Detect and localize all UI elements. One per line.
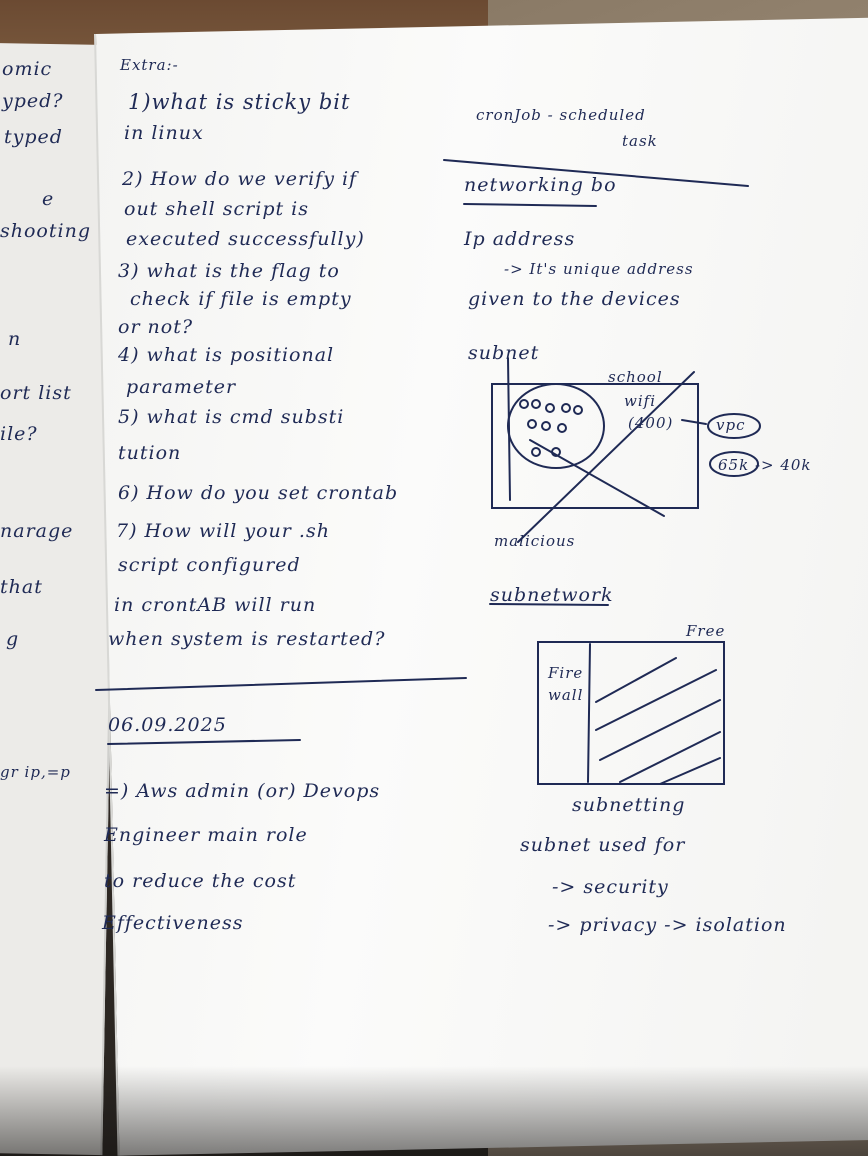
margin-fragment: gr ip,=p [0, 763, 71, 781]
ip-address-heading: Ip address [464, 228, 576, 250]
question-6: 6) How do you set crontab [118, 482, 399, 504]
margin-fragment: n [8, 328, 22, 350]
divider-line [95, 677, 467, 691]
margin-fragment: yped? [2, 90, 64, 112]
malicious-label: malicious [494, 532, 576, 550]
margin-fragment: g [6, 628, 20, 650]
subnetwork-diagram [537, 641, 725, 785]
margin-fragment: e [42, 188, 55, 210]
question-5-cont: tution [118, 442, 182, 464]
question-1-cont: in linux [124, 122, 204, 144]
question-7-cont: script configured [118, 554, 301, 576]
use-security: -> security [552, 876, 669, 898]
networking-heading: networking bo [464, 174, 617, 196]
date-underline [107, 739, 301, 745]
subnetwork-underline [489, 603, 609, 606]
margin-fragment: typed [4, 126, 63, 148]
question-3-cont: check if file is empty [130, 288, 352, 310]
aws-note-line: Engineer main role [104, 824, 308, 846]
question-2-cont: out shell script is [124, 198, 309, 220]
aws-note-line: to reduce the cost [104, 870, 297, 892]
subnet-diagram [491, 357, 761, 543]
question-7-cont: when system is restarted? [108, 628, 386, 650]
date-heading: 06.09.2025 [108, 714, 227, 736]
margin-fragment: ort list [0, 382, 72, 404]
range-label: 65k -> 40k [718, 456, 812, 474]
networking-underline [463, 203, 597, 207]
wifi-label: wifi [624, 392, 656, 410]
question-5: 5) what is cmd substi [118, 406, 345, 428]
question-3-cont: or not? [118, 316, 194, 338]
ip-definition: -> It's unique address [504, 260, 694, 278]
question-7-cont: in crontAB will run [114, 594, 317, 616]
question-1: 1)what is sticky bit [128, 90, 351, 114]
cronjob-note: cronJob - scheduled [476, 106, 646, 124]
page-bottom-shadow [0, 1066, 868, 1156]
aws-note-line: Effectiveness [102, 912, 244, 934]
subnetwork-heading: subnetwork [490, 584, 614, 606]
use-privacy: -> privacy -> isolation [548, 914, 787, 936]
question-4-cont: parameter [126, 376, 237, 398]
aws-note-line: =) Aws admin (or) Devops [104, 780, 381, 802]
ip-definition-cont: given to the devices [468, 288, 681, 310]
margin-fragment: omic [2, 58, 53, 80]
question-7: 7) How will your .sh [116, 520, 330, 542]
question-4: 4) what is positional [118, 344, 335, 366]
question-3: 3) what is the flag to [118, 260, 340, 282]
school-label: school [608, 368, 663, 386]
margin-fragment: that [0, 576, 43, 598]
vpc-label: vpc [716, 416, 746, 434]
subnetting-label: subnetting [572, 794, 686, 816]
firewall-label-cont: wall [548, 686, 584, 704]
subnet-uses-heading: subnet used for [520, 834, 686, 856]
subnet-heading: subnet [468, 342, 540, 364]
free-label: Free [686, 622, 726, 640]
margin-fragment: narage [0, 520, 74, 542]
cronjob-note-cont: task [622, 132, 658, 150]
question-2: 2) How do we verify if [122, 168, 358, 190]
divider-line [443, 159, 749, 187]
firewall-label: Fire [548, 664, 584, 682]
margin-fragment: shooting [0, 220, 91, 242]
margin-fragment: ile? [0, 423, 38, 445]
question-2-cont: executed successfully) [126, 228, 365, 250]
extra-label: Extra:- [120, 56, 179, 74]
wifi-count: (400) [628, 414, 674, 432]
